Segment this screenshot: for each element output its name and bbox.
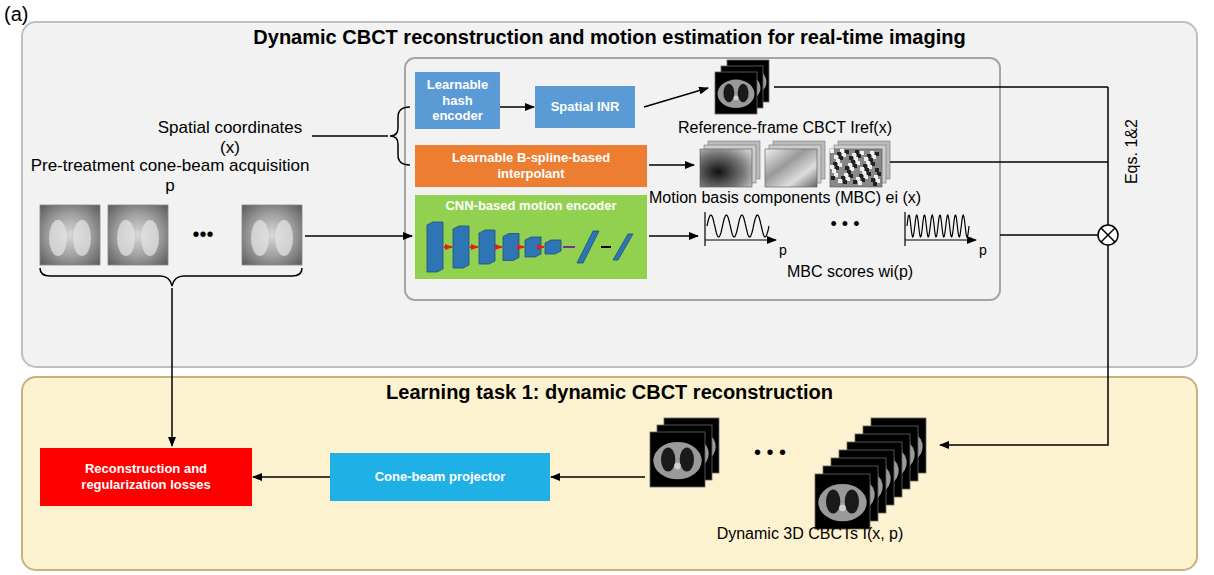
- cnn-symbol: [421, 218, 641, 276]
- box-label: Learnable hash encoder: [421, 77, 494, 124]
- text-label: Eqs. 1&2: [1122, 102, 1141, 202]
- box-label: Learnable B-spline-based interpolant: [421, 150, 641, 181]
- projection-images: [40, 205, 302, 265]
- text-label: Motion basis components (MBC) ei (x): [600, 188, 970, 207]
- leader-line: [312, 135, 388, 137]
- text-label: Spatial coordinates (x): [150, 118, 310, 159]
- text-label: (a): [4, 2, 44, 26]
- text-label: Pre-treatment cone-beam acquisition p: [30, 156, 310, 197]
- panel-title: Dynamic CBCT reconstruction and motion e…: [22, 26, 1197, 49]
- text-label: •••: [170, 222, 236, 246]
- arrow: [649, 164, 694, 166]
- process-box: Spatial INR: [535, 86, 635, 128]
- arrow: [644, 88, 708, 107]
- text-label: • • •: [800, 214, 890, 236]
- ct-images: [715, 60, 769, 114]
- text-label: Dynamic 3D CBCTs I(x, p): [640, 524, 980, 543]
- arrow: [305, 235, 412, 237]
- mbc-images: [700, 141, 890, 187]
- text-label: MBC scores wi(p): [700, 262, 1000, 281]
- panel-title: Learning task 1: dynamic CBCT reconstruc…: [22, 381, 1197, 404]
- box-label: Cone-beam projector: [375, 469, 506, 485]
- inner-frame: [405, 58, 1000, 300]
- box-label: Spatial INR: [551, 99, 620, 115]
- process-box: Learnable hash encoder: [415, 72, 500, 129]
- process-box: CNN-based motion encoder: [415, 195, 647, 279]
- panel-band: [22, 22, 1197, 367]
- process-box: Cone-beam projector: [330, 453, 550, 501]
- text-label: p: [779, 242, 795, 259]
- text-label: • • •: [735, 440, 805, 464]
- connector-arrow: [500, 106, 534, 108]
- process-box: Reconstruction and regularization losses: [40, 448, 252, 506]
- connector-arrow: [253, 476, 330, 478]
- ct-images: [650, 418, 926, 529]
- brace: [390, 107, 410, 165]
- text-label: Reference-frame CBCT Iref(x): [620, 118, 950, 137]
- arrow: [171, 288, 173, 446]
- panel-band: Learning task 1: dynamic CBCT reconstruc…: [22, 377, 1197, 570]
- arrow: [649, 235, 698, 237]
- text-label: p: [979, 242, 995, 259]
- box-label: CNN-based motion encoder: [445, 198, 616, 214]
- box-label: Reconstruction and regularization losses: [46, 461, 246, 492]
- process-box: Learnable B-spline-based interpolant: [415, 145, 647, 187]
- panel-band: Dynamic CBCT reconstruction and motion e…: [22, 22, 1197, 367]
- arrow: [551, 476, 645, 478]
- brace: [40, 268, 302, 286]
- score-plots: [705, 212, 976, 246]
- panel-band: [22, 377, 1197, 570]
